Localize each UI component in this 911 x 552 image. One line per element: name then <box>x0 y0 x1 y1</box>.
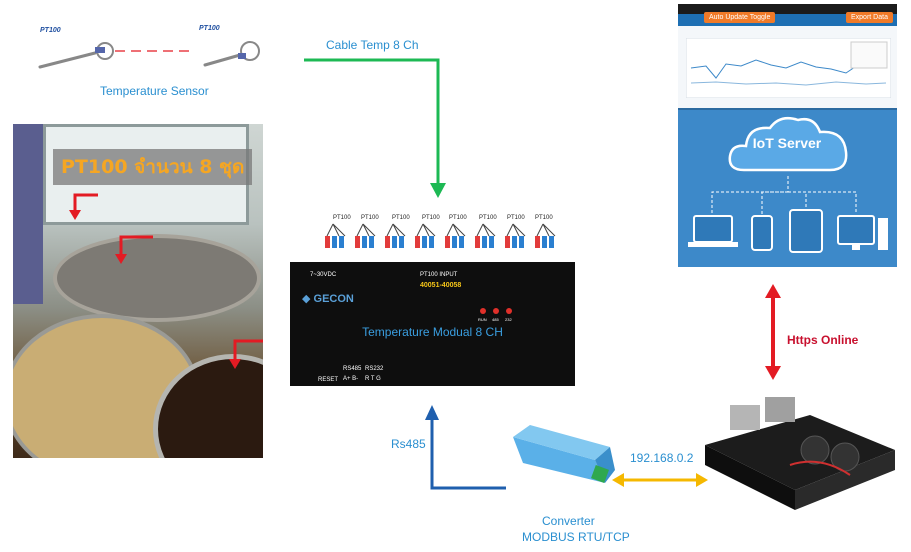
sensor-label-left: PT100 <box>40 27 61 34</box>
laptop-icon <box>688 215 738 247</box>
sensor-probes-graphic <box>38 41 260 69</box>
module-rs485-pins: A+ B- <box>343 376 359 382</box>
probe-label-1: PT100 <box>333 215 351 221</box>
temperature-sensor-label: Temperature Sensor <box>100 84 209 98</box>
iot-server-panel: Auto Update Toggle Export Data IoT Serve… <box>678 4 897 267</box>
module-title: Temperature Modual 8 CH <box>362 325 503 339</box>
converter-protocol-label: MODBUS RTU/TCP <box>522 530 630 544</box>
probe-label-4: PT100 <box>422 215 440 221</box>
module-rs232-pins: R T G <box>365 376 381 382</box>
converter-label: Converter <box>542 514 595 528</box>
monitor-icon <box>837 215 888 250</box>
blue-rs485-arrow <box>425 405 506 490</box>
led-485-icon <box>493 308 499 314</box>
sensor-label-right: PT100 <box>199 25 220 32</box>
probe-label-2: PT100 <box>361 215 379 221</box>
temperature-module: 7~30VDC PT100 INPUT 40051-40058 ◆ GECON … <box>290 262 575 386</box>
module-input-label: PT100 INPUT <box>420 272 458 278</box>
modbus-converter-device <box>513 425 615 483</box>
led-485-label: 485 <box>492 317 499 322</box>
yellow-ip-arrow <box>612 473 708 487</box>
probe-label-5: PT100 <box>449 215 467 221</box>
https-online-label: Https Online <box>787 333 859 347</box>
phone-icon <box>751 215 773 251</box>
dashboard-screenshot: Auto Update Toggle Export Data <box>678 4 897 110</box>
led-run-label: RUN <box>478 317 487 322</box>
kitchen-photo: PT100 จำนวน 8 ชุด <box>13 124 263 458</box>
module-power-label: 7~30VDC <box>310 272 337 278</box>
led-232-icon <box>506 308 512 314</box>
iot-server-title: IoT Server <box>752 135 822 151</box>
raspberry-pi-device <box>705 397 895 510</box>
module-brand: GECON <box>313 293 354 305</box>
rs485-label: Rs485 <box>391 437 426 451</box>
auto-update-toggle-button[interactable]: Auto Update Toggle <box>704 12 776 23</box>
probe-wires-graphic <box>325 223 556 248</box>
module-rs232-label: RS232 <box>365 366 384 372</box>
module-address-label: 40051-40058 <box>420 282 462 289</box>
module-reset-label: RESET <box>318 377 339 383</box>
tablet-icon <box>789 209 823 253</box>
photo-title: PT100 จำนวน 8 ชุด <box>53 149 253 185</box>
ip-address-label: 192.168.0.2 <box>630 451 694 465</box>
probe-label-3: PT100 <box>392 215 410 221</box>
module-brand-logo: ◆ GECON <box>302 292 354 305</box>
cloud-icon <box>728 117 848 172</box>
cable-temp-label: Cable Temp 8 Ch <box>326 38 419 52</box>
probe-label-6: PT100 <box>479 215 497 221</box>
gecon-icon: ◆ <box>302 293 311 305</box>
device-network-graphic <box>688 176 888 253</box>
green-arrow <box>304 58 446 198</box>
led-run-icon <box>480 308 486 314</box>
dashboard-trend-chart <box>686 38 891 98</box>
red-pointer-arrows <box>69 193 263 369</box>
export-data-button[interactable]: Export Data <box>846 12 893 23</box>
red-https-arrow <box>765 284 781 380</box>
probe-label-8: PT100 <box>535 215 553 221</box>
probe-label-7: PT100 <box>507 215 525 221</box>
led-232-label: 232 <box>505 317 512 322</box>
module-rs485-label: RS485 <box>343 366 362 372</box>
